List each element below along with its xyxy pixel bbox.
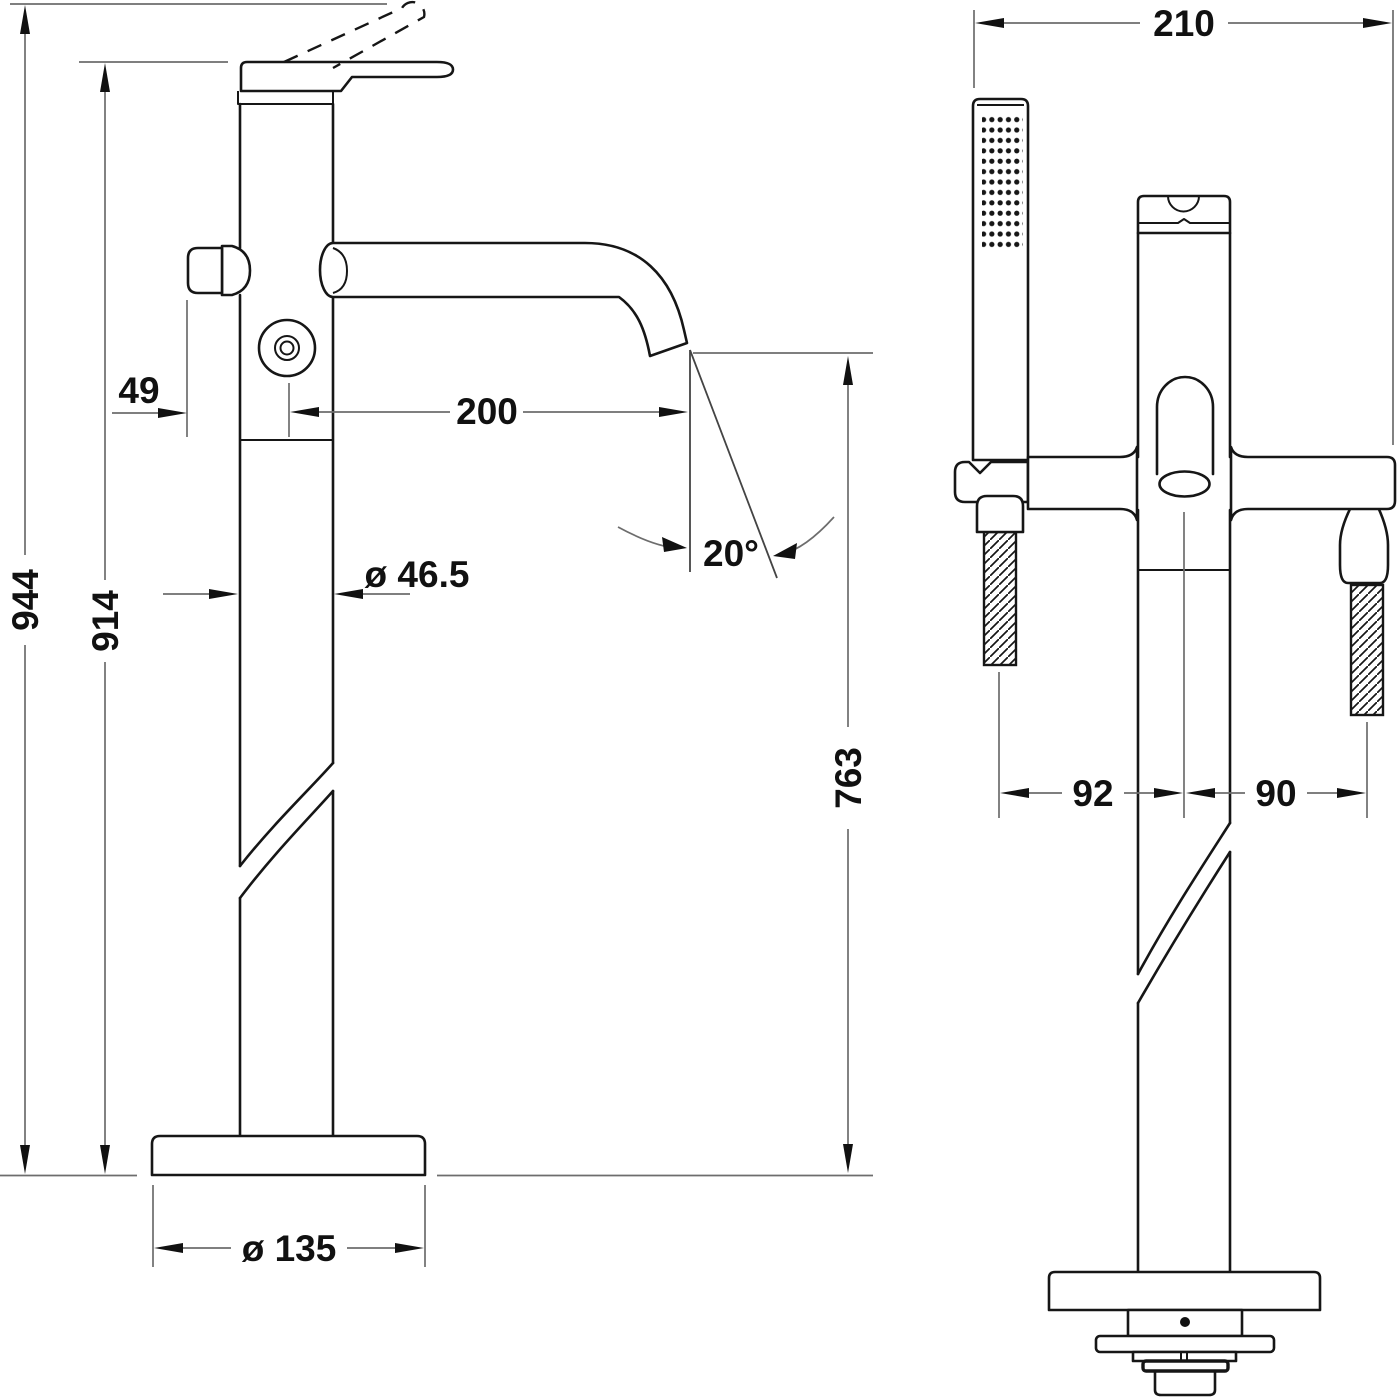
- handshower-spray-dots: [982, 115, 1023, 248]
- threaded-tailpiece: [1153, 1369, 1217, 1397]
- base-plate: [150, 1134, 427, 1177]
- ext-lines-base: [152, 1185, 426, 1267]
- dim-label-handle-height: 914: [85, 590, 126, 652]
- arrowhead-dia-left: [209, 589, 238, 599]
- ext-lines-210: [973, 10, 1394, 445]
- front-lever-notch: [1167, 195, 1200, 213]
- front-spout-capsule: [1155, 375, 1215, 476]
- control-circle-outer: [257, 318, 317, 378]
- front-right-arm: [1229, 445, 1397, 522]
- dim-label-base-diameter: ø 135: [242, 1228, 337, 1269]
- dim-label-spout-angle: 20°: [703, 533, 759, 574]
- handshower-hose: [982, 530, 1018, 667]
- handshower-holder: [953, 460, 1030, 504]
- dim-label-overall-width: 210: [1153, 3, 1215, 44]
- front-cap: [1136, 194, 1232, 235]
- front-left-arm: [1026, 445, 1139, 522]
- arrowhead-200-right: [659, 407, 688, 417]
- spout-joint-bulge: [332, 247, 348, 294]
- front-cap-seam: [1138, 218, 1230, 224]
- arrowhead-92-right: [1154, 788, 1183, 798]
- arrowhead-90-right: [1337, 788, 1366, 798]
- arrowhead-angle-left: [662, 537, 687, 552]
- front-design-seam-lower: [1136, 850, 1232, 1005]
- arrowhead-dia-right: [334, 589, 363, 599]
- dim-label-overall-height: 944: [5, 569, 46, 631]
- lever-raised-position-dashed: [283, 0, 426, 70]
- arrowhead-210-left: [975, 18, 1004, 28]
- mounting-flange: [1094, 1334, 1276, 1354]
- arrowhead-763-up: [843, 356, 853, 385]
- dim-label-spout-reach: 200: [456, 391, 518, 432]
- arrowhead-914-down: [100, 1145, 110, 1174]
- arrowhead-92-left: [1000, 788, 1029, 798]
- dim-label-spout-outlet-height: 763: [828, 747, 869, 809]
- lever-handle: [239, 60, 455, 93]
- control-circle-inner: [279, 340, 295, 356]
- arrowhead-90-left: [1186, 788, 1215, 798]
- dim-label-handshower-offset: 92: [1072, 773, 1113, 814]
- control-circle-mid: [274, 335, 300, 361]
- handshower-holder-clip: [975, 494, 1025, 534]
- arrowhead-944-up: [20, 5, 30, 34]
- dim-label-column-diameter: ø 46.5: [365, 554, 470, 595]
- dim-label-hose-offset: 49: [118, 370, 159, 411]
- ext-lines-92-90: [998, 672, 1368, 818]
- front-design-seam-upper: [1136, 821, 1232, 976]
- right-hose: [1349, 583, 1385, 717]
- arrowhead-base-left: [154, 1243, 183, 1253]
- spout: [318, 241, 689, 358]
- dim-label-handle-offset: 90: [1255, 773, 1296, 814]
- handle-collar: [237, 91, 334, 105]
- holder-bracket: [220, 244, 252, 297]
- mounting-screw: [1180, 1317, 1190, 1327]
- arrowhead-200-left: [290, 407, 319, 417]
- arrowhead-angle-right: [773, 543, 797, 559]
- front-spout-outlet: [1158, 470, 1211, 498]
- mounting-nut: [1141, 1359, 1230, 1373]
- front-right-knob: [1338, 503, 1390, 585]
- arrowhead-base-right: [395, 1243, 424, 1253]
- arrowhead-763-down: [843, 1144, 853, 1173]
- arrowhead-49: [158, 408, 187, 418]
- arrowhead-944-down: [20, 1145, 30, 1174]
- angle-reference-slanted: [689, 349, 778, 579]
- design-seam-upper: [238, 761, 335, 868]
- side-view: 944 914 49 200 ø 46.5 20°: [0, 0, 873, 1269]
- holder-block: [186, 246, 224, 295]
- arrowhead-914-up: [100, 63, 110, 92]
- arrowhead-210-right: [1363, 18, 1392, 28]
- front-view: 210 92 90: [953, 3, 1397, 1397]
- front-base-plate: [1047, 1270, 1322, 1312]
- design-seam-lower: [238, 789, 335, 900]
